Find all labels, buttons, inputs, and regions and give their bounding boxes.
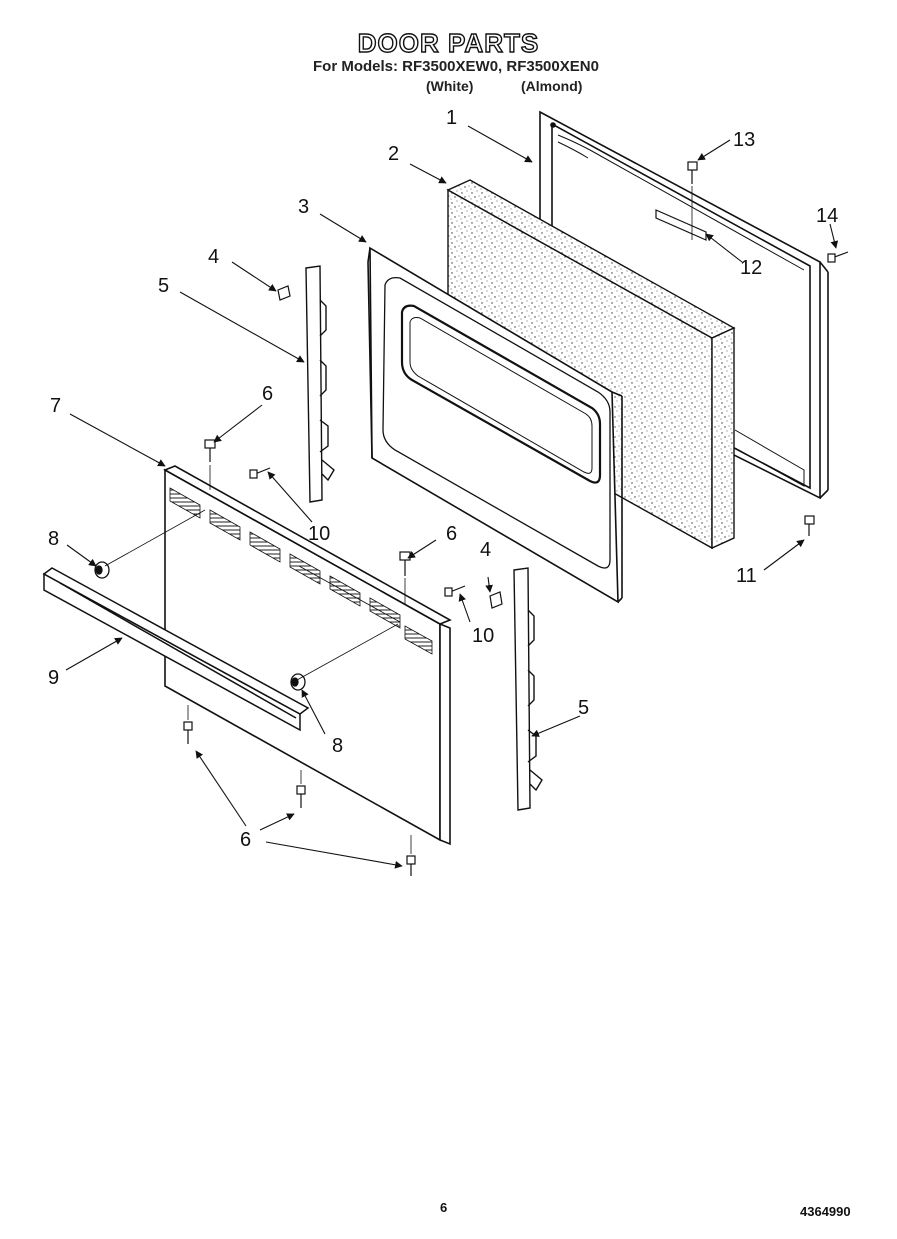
callout-4-upper: 4 <box>208 246 219 268</box>
callout-11: 11 <box>736 565 757 587</box>
callout-8-right: 8 <box>332 735 343 757</box>
callout-6-lower: 6 <box>240 829 251 851</box>
callout-4-lower: 4 <box>480 539 491 561</box>
callout-6-upper: 6 <box>262 383 273 405</box>
diagram-title: DOOR PARTS <box>357 27 540 58</box>
callout-1: 1 <box>446 107 457 129</box>
callout-9: 9 <box>48 667 59 689</box>
models-line: For Models: RF3500XEW0, RF3500XEN0 <box>313 58 599 75</box>
callout-7: 7 <box>50 395 61 417</box>
document-number: 4364990 <box>800 1204 851 1219</box>
callout-10-lower: 10 <box>472 625 494 647</box>
callout-2: 2 <box>388 143 399 165</box>
inner-door-panel <box>367 246 623 604</box>
callout-13: 13 <box>733 129 755 151</box>
handle-spacer-left <box>94 561 110 579</box>
hinge-left <box>305 265 335 503</box>
handle-spacer-right <box>290 673 306 691</box>
callout-3: 3 <box>298 196 309 218</box>
page-number: 6 <box>440 1200 448 1215</box>
hinge-right <box>513 567 543 811</box>
callout-6-middle: 6 <box>446 523 457 545</box>
callout-8-left: 8 <box>48 528 59 550</box>
variant-almond: (Almond) <box>521 78 583 94</box>
callout-5-lower: 5 <box>578 697 589 719</box>
door-handle <box>42 567 310 732</box>
callout-5-upper: 5 <box>158 275 169 297</box>
callout-14: 14 <box>816 205 838 227</box>
callout-labels: 1 2 3 4 4 5 5 6 6 6 7 8 8 9 10 10 11 12 … <box>48 107 838 851</box>
variant-white: (White) <box>426 78 474 94</box>
clips <box>277 285 503 609</box>
screws <box>104 161 849 876</box>
outer-door-panel <box>163 465 452 846</box>
leader-lines <box>65 125 839 869</box>
callout-10-upper: 10 <box>308 523 330 545</box>
callout-12: 12 <box>740 257 762 279</box>
